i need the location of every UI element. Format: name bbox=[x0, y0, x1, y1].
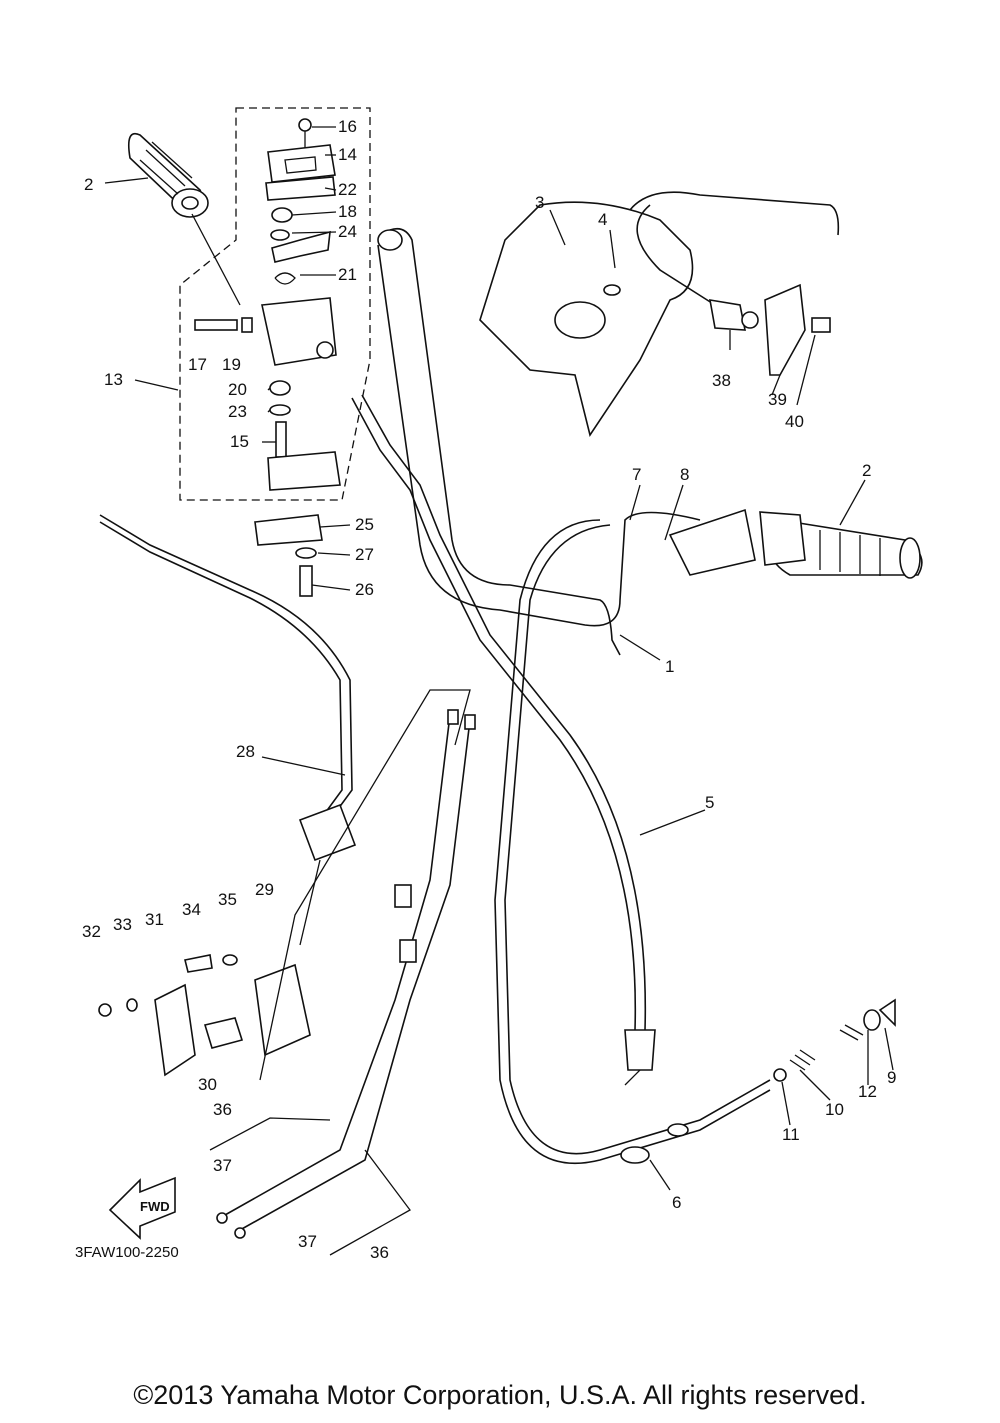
throttle-cable[interactable] bbox=[351, 397, 637, 1031]
callout-31: 31 bbox=[145, 910, 164, 929]
callout-2-left: 2 bbox=[84, 175, 93, 194]
callout-24: 24 bbox=[338, 222, 357, 241]
callout-20: 20 bbox=[228, 380, 247, 399]
callout-11: 11 bbox=[782, 1125, 800, 1144]
callout-8: 8 bbox=[680, 465, 689, 484]
callout-35: 35 bbox=[218, 890, 237, 909]
callout-30: 30 bbox=[198, 1075, 217, 1094]
callout-29: 29 bbox=[255, 880, 274, 899]
callout-7: 7 bbox=[632, 465, 641, 484]
diagram-code: 3FAW100-2250 bbox=[75, 1244, 179, 1261]
callout-22: 22 bbox=[338, 180, 357, 199]
callout-27: 27 bbox=[355, 545, 374, 564]
handlebar[interactable] bbox=[389, 227, 621, 656]
cable-fittings bbox=[709, 283, 831, 376]
callout-5: 5 bbox=[705, 793, 714, 812]
callout-16: 16 bbox=[338, 117, 357, 136]
callout-3: 3 bbox=[535, 193, 544, 212]
callout-13: 13 bbox=[104, 370, 123, 389]
callout-28: 28 bbox=[236, 742, 255, 761]
callout-1: 1 bbox=[665, 657, 674, 676]
left-grip[interactable] bbox=[127, 133, 209, 218]
callout-18: 18 bbox=[338, 202, 357, 221]
callout-40: 40 bbox=[785, 412, 804, 431]
callout-32: 32 bbox=[82, 922, 101, 941]
switch-parts bbox=[98, 954, 311, 1077]
copyright-notice: ©2013 Yamaha Motor Corporation, U.S.A. A… bbox=[133, 1380, 867, 1410]
cable-ends bbox=[216, 709, 476, 1239]
callout-21: 21 bbox=[338, 265, 357, 284]
adjuster-parts bbox=[773, 998, 896, 1082]
callout-37-bottom: 37 bbox=[298, 1232, 317, 1251]
callout-6: 6 bbox=[672, 1193, 681, 1212]
right-grip[interactable] bbox=[668, 508, 923, 579]
callout-2-right: 2 bbox=[862, 461, 871, 480]
callout-12: 12 bbox=[858, 1082, 877, 1101]
callout-19: 19 bbox=[222, 355, 241, 374]
callout-26: 26 bbox=[355, 580, 374, 599]
callout-39: 39 bbox=[768, 390, 787, 409]
clamp-lower bbox=[254, 514, 323, 597]
callout-36-bottom: 36 bbox=[370, 1243, 389, 1262]
assembly-13-box bbox=[179, 107, 371, 501]
callout-36-top: 36 bbox=[213, 1100, 232, 1119]
callout-numbers: 1 2 2 3 4 5 6 7 8 9 10 11 12 13 14 15 16… bbox=[82, 117, 896, 1262]
cable-36a[interactable] bbox=[224, 714, 451, 1216]
callout-38: 38 bbox=[712, 371, 731, 390]
callout-4: 4 bbox=[598, 210, 607, 229]
throttle-parts bbox=[194, 118, 341, 491]
svg-text:FWD: FWD bbox=[140, 1199, 170, 1214]
callout-23: 23 bbox=[228, 402, 247, 421]
cable-38[interactable] bbox=[636, 204, 716, 306]
callout-14: 14 bbox=[338, 145, 357, 164]
leader-lines bbox=[104, 126, 894, 1191]
callout-9: 9 bbox=[887, 1068, 896, 1087]
fwd-arrow-icon: FWD bbox=[108, 1176, 176, 1240]
callout-17: 17 bbox=[188, 355, 207, 374]
callout-25: 25 bbox=[355, 515, 374, 534]
callout-34: 34 bbox=[182, 900, 201, 919]
cable-28[interactable] bbox=[99, 514, 353, 821]
cable-6[interactable] bbox=[494, 519, 771, 1165]
callout-10: 10 bbox=[825, 1100, 844, 1119]
callout-15: 15 bbox=[230, 432, 249, 451]
callout-37-top: 37 bbox=[213, 1156, 232, 1175]
handlebar-cover[interactable] bbox=[479, 201, 694, 437]
callout-33: 33 bbox=[113, 915, 132, 934]
